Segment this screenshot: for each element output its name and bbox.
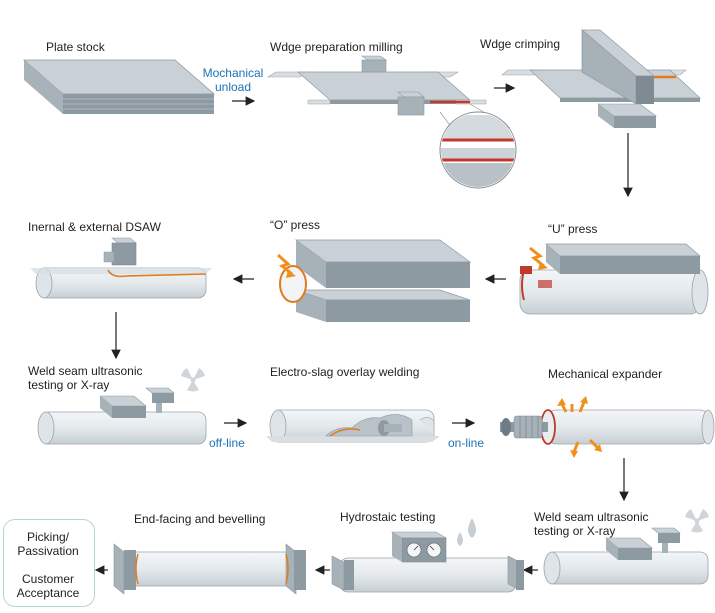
label-mech-expander: Mechanical expander [548,367,663,381]
final-line-4: Acceptance [16,586,80,600]
hydro-graphic [331,518,524,593]
label-dsaw: Inernal & external DSAW [28,220,161,234]
label-plate-stock: Plate stock [46,40,105,54]
label-edge-crimping: Wdge crimping [480,37,561,51]
label-mech-unload-2: unload [214,80,252,94]
label-end-facing: End-facing and bevelling [134,512,266,526]
label-electro-slag: Electro-slag overlay welding [270,365,420,379]
water-drops-icon [457,518,476,546]
mech-expander-graphic [500,396,715,458]
label-off-line: off-line [209,436,245,450]
radiation-icon-1 [181,368,205,392]
final-line-3: Customer [21,572,74,586]
final-step-box [3,519,95,607]
edge-crimping-graphic [501,29,701,128]
electro-slag-graphic [266,409,440,443]
ut2-graphic [543,509,709,585]
label-mech-unload-1: Mochanical [202,66,264,80]
label-o-press: “O” press [270,218,321,232]
label-ut2-line1: Weld seam ultrasonic [534,510,649,524]
label-ut1-line1: Weld seam ultrasonic [28,364,143,378]
radiation-icon-2 [685,509,709,533]
dsaw-graphic [30,237,212,299]
u-press-graphic [519,243,709,315]
final-line-2: Passivation [17,544,79,558]
end-facing-graphic [113,543,306,595]
o-press-graphic [276,239,472,322]
ut1-graphic [37,368,207,445]
label-edge-milling: Wdge preparation milling [270,40,403,54]
final-line-1: Picking/ [26,530,70,544]
label-ut1-line2: testing or X-ray [28,378,110,392]
label-on-line: on-line [448,436,485,450]
label-ut2-line2: testing or X-ray [534,524,616,538]
edge-milling-graphic [266,55,517,189]
plate-stock-graphic [22,59,216,114]
label-u-press: “U” press [548,222,598,236]
label-hydro: Hydrostaic testing [340,510,436,524]
